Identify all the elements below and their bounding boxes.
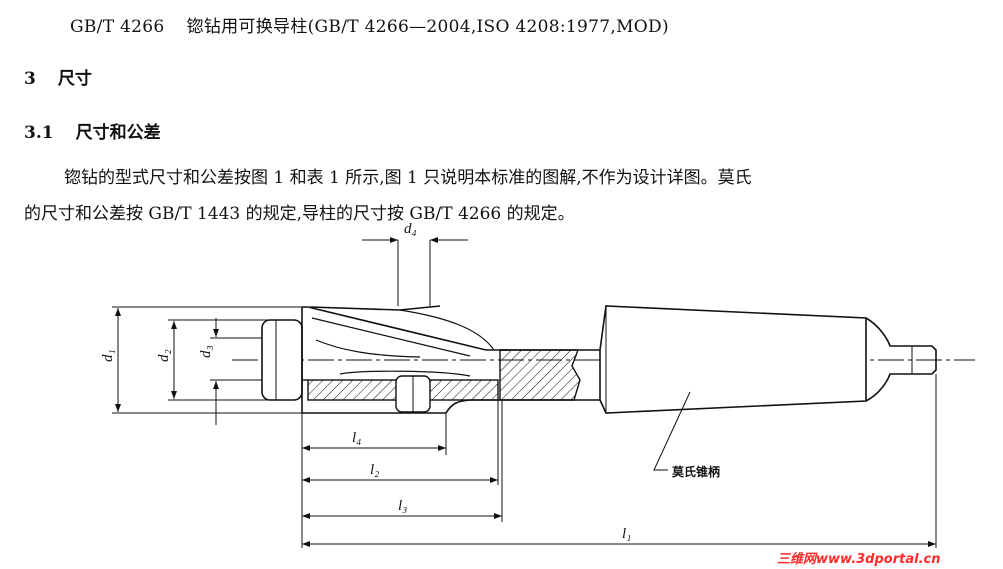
diameter-extension-lines xyxy=(112,306,308,414)
figure-1-counterbore-drawing: d₄ d₁ d₂ d₃ l₄ l₂ l₃ l₁ 莫氏锥柄 xyxy=(100,221,975,548)
dimension-labels: d₄ d₁ d₂ d₃ l₄ l₂ l₃ l₁ xyxy=(100,221,631,542)
section-3-heading: 3 尺寸 xyxy=(24,64,92,89)
standard-code: GB/T 4266 xyxy=(70,17,165,37)
length-dimension-lines xyxy=(301,374,937,548)
label-l2: l₂ xyxy=(370,462,379,478)
watermark: 三维网www.3dportal.cn xyxy=(777,552,941,567)
paragraph-line-1: 锪钻的型式尺寸和公差按图 1 和表 1 所示,图 1 只说明本标准的图解,不作为… xyxy=(64,168,752,188)
label-d2: d₂ xyxy=(156,349,172,362)
section-3-1-heading: 3.1 尺寸和公差 xyxy=(24,118,161,143)
label-d1: d₁ xyxy=(100,349,116,362)
section-3-number: 3 xyxy=(24,69,36,89)
callout-leader xyxy=(653,391,691,471)
section-3-title: 尺寸 xyxy=(57,69,92,89)
tool-body xyxy=(261,305,937,414)
standard-title: 锪钻用可换导柱(GB/T 4266—2004,ISO 4208:1977,MOD… xyxy=(186,17,669,37)
label-l4: l₄ xyxy=(352,430,361,446)
section-3-1-number: 3.1 xyxy=(24,123,54,143)
label-d4: d₄ xyxy=(404,221,417,237)
label-l3: l₃ xyxy=(398,498,407,514)
pilot-tip xyxy=(261,319,303,401)
label-d3: d₃ xyxy=(198,345,214,358)
dimension-d4 xyxy=(362,237,468,306)
section-view xyxy=(302,349,581,413)
page-header: GB/T 4266 锪钻用可换导柱(GB/T 4266—2004,ISO 4208… xyxy=(70,12,669,37)
callout-morse-taper-shank: 莫氏锥柄 xyxy=(672,464,720,479)
section-3-1-title: 尺寸和公差 xyxy=(75,123,161,143)
paragraph-line-2: 的尺寸和公差按 GB/T 1443 的规定,导柱的尺寸按 GB/T 4266 的… xyxy=(24,204,575,224)
diameter-dimension-lines xyxy=(115,308,219,425)
label-l1: l₁ xyxy=(622,526,631,542)
